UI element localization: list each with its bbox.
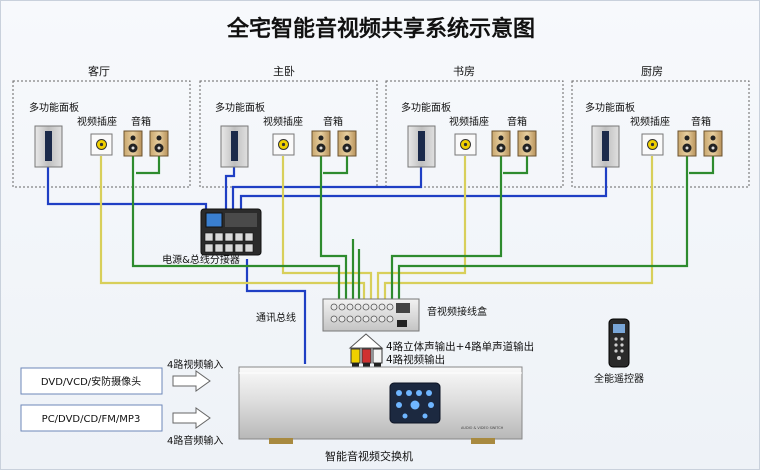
room-name: 书房 bbox=[453, 65, 475, 78]
speaker-icon bbox=[491, 130, 511, 157]
multi-function-panel bbox=[591, 125, 620, 168]
multi-function-panel bbox=[407, 125, 436, 168]
video-socket-icon bbox=[90, 133, 113, 156]
remote-label: 全能遥控器 bbox=[594, 372, 644, 385]
input-source-2: PC/DVD/CD/FM/MP3 bbox=[42, 414, 141, 425]
av-junction-box bbox=[322, 298, 420, 332]
power-bus-distributor-label: 电源&总线分接器 bbox=[162, 253, 240, 266]
room-name: 客厅 bbox=[88, 64, 110, 78]
room-box bbox=[571, 80, 750, 188]
panel-label: 多功能面板 bbox=[215, 101, 265, 114]
video-input-arrow-icon bbox=[172, 370, 211, 392]
room-name: 厨房 bbox=[641, 65, 663, 78]
room-box bbox=[199, 80, 378, 188]
video-socket-icon bbox=[272, 133, 295, 156]
audio-input-arrow-icon bbox=[172, 407, 211, 429]
video-socket-label: 视频插座 bbox=[77, 115, 117, 128]
remote-control-icon bbox=[608, 318, 630, 368]
power-bus-distributor bbox=[200, 208, 262, 256]
room-box bbox=[12, 80, 191, 188]
speaker-icon bbox=[123, 130, 143, 157]
video-input-label: 4路视频输入 bbox=[167, 358, 223, 371]
speaker-icon bbox=[517, 130, 537, 157]
speaker-label: 音箱 bbox=[507, 115, 527, 128]
switcher-label: 智能音视频交换机 bbox=[325, 449, 413, 463]
input-source-box bbox=[20, 367, 163, 395]
video-socket-label: 视频插座 bbox=[449, 115, 489, 128]
video-socket-icon bbox=[454, 133, 477, 156]
output-video-label: 4路视频输出 bbox=[386, 353, 445, 366]
diagram-title: 全宅智能音视频共享系统示意图 bbox=[226, 16, 535, 42]
switcher-badge: AUDIO & VIDEO SWITCH bbox=[461, 426, 504, 430]
speaker-label: 音箱 bbox=[691, 115, 711, 128]
panel-label: 多功能面板 bbox=[585, 101, 635, 114]
bus-wires bbox=[46, 167, 608, 364]
speaker-icon bbox=[337, 130, 357, 157]
speaker-icon bbox=[149, 130, 169, 157]
rca-plug-icon bbox=[350, 348, 383, 368]
output-audio-label: 4路立体声输出+4路单声道输出 bbox=[386, 340, 534, 353]
junction-box-label: 音视频接线盒 bbox=[427, 305, 487, 318]
input-source-1: DVD/VCD/安防摄像头 bbox=[41, 375, 141, 388]
video-socket-label: 视频插座 bbox=[630, 115, 670, 128]
video-socket-icon bbox=[641, 133, 664, 156]
panel-label: 多功能面板 bbox=[401, 101, 451, 114]
speaker-icon bbox=[703, 130, 723, 157]
speaker-icon bbox=[677, 130, 697, 157]
comm-bus-label: 通讯总线 bbox=[256, 311, 296, 324]
video-socket-label: 视频插座 bbox=[263, 115, 303, 128]
audio-wires bbox=[131, 156, 715, 301]
input-source-box bbox=[20, 404, 163, 432]
speaker-icon bbox=[311, 130, 331, 157]
room-box bbox=[385, 80, 564, 188]
av-switcher: AUDIO & VIDEO SWITCH bbox=[238, 366, 523, 444]
audio-input-label: 4路音频输入 bbox=[167, 434, 223, 447]
multi-function-panel bbox=[220, 125, 249, 168]
speaker-label: 音箱 bbox=[323, 115, 343, 128]
output-arrow-icon bbox=[348, 333, 384, 349]
panel-label: 多功能面板 bbox=[29, 101, 79, 114]
room-name: 主卧 bbox=[273, 65, 295, 78]
video-wires bbox=[99, 156, 654, 301]
multi-function-panel bbox=[34, 125, 63, 168]
speaker-label: 音箱 bbox=[131, 115, 151, 128]
